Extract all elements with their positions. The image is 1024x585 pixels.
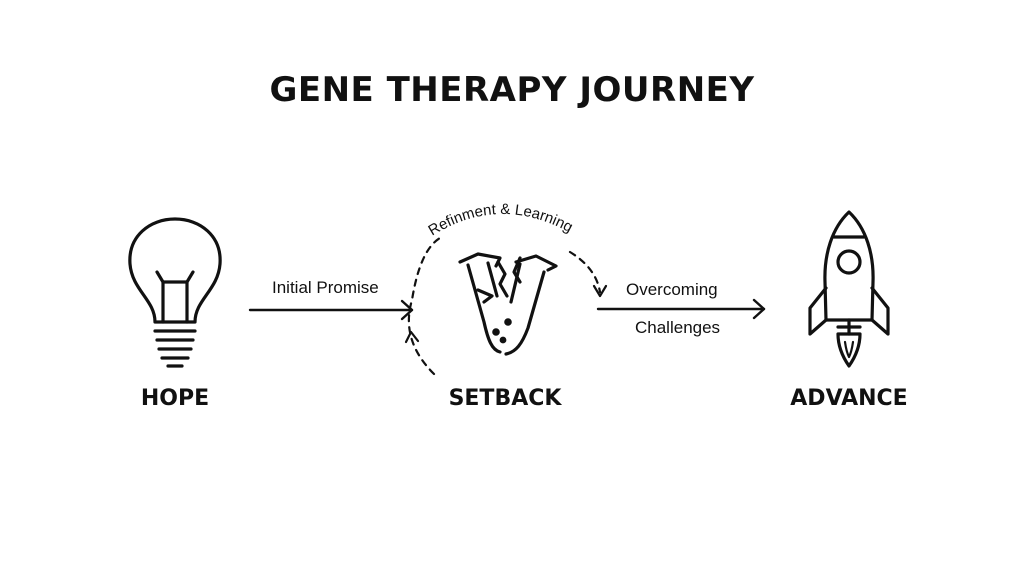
diagram-title: GENE THERAPY JOURNEY [269, 70, 755, 110]
edge-label-initial-promise: Initial Promise [272, 278, 379, 297]
refinement-loop-label: Refinment & Learning [425, 201, 575, 239]
stage-label-hope: HOPE [140, 386, 210, 411]
refinement-loop-arrowheads [404, 284, 608, 344]
arrow-hope-to-setback [248, 299, 414, 321]
stage-label-setback: SETBACK [448, 386, 562, 411]
edge-label-challenges: Challenges [635, 318, 721, 337]
stage-label-advance: ADVANCE [790, 386, 908, 411]
refinement-loop-arrow [407, 236, 602, 376]
arrow-setback-to-advance [596, 298, 766, 320]
lightbulb-icon [128, 217, 222, 368]
broken-test-tube-icon [458, 252, 558, 356]
edge-label-overcoming: Overcoming [626, 280, 718, 299]
rocket-icon [808, 210, 890, 368]
